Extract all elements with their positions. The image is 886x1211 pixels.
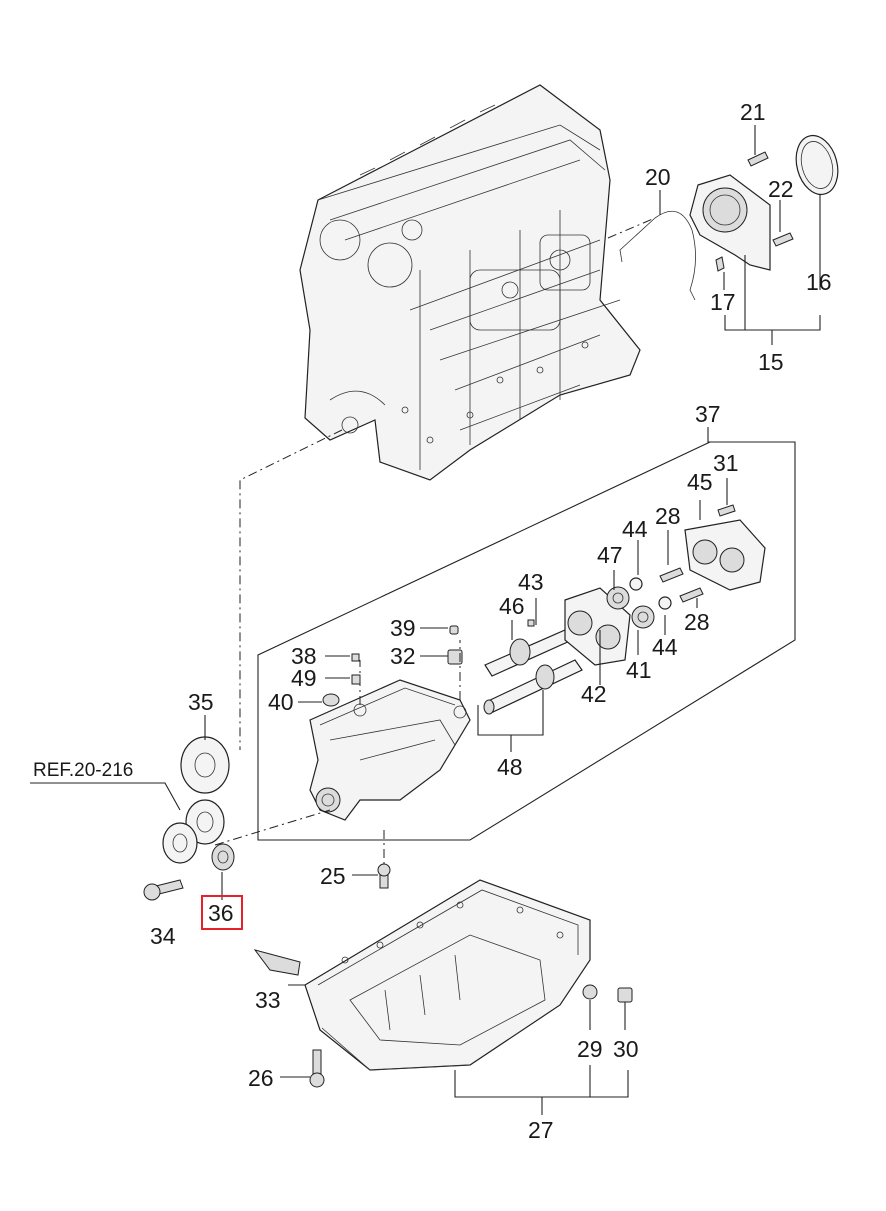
callout-43[interactable]: 43 [518, 569, 544, 595]
callout-47[interactable]: 47 [597, 542, 623, 568]
callout-32[interactable]: 32 [390, 643, 416, 669]
callout-42[interactable]: 42 [581, 681, 607, 707]
callout-27[interactable]: 27 [528, 1117, 554, 1143]
callout-30[interactable]: 30 [613, 1036, 639, 1062]
callout-26[interactable]: 26 [248, 1065, 274, 1091]
callout-49[interactable]: 49 [291, 665, 317, 691]
callout-44a[interactable]: 44 [622, 516, 648, 542]
callout-15[interactable]: 15 [758, 349, 784, 375]
callout-22[interactable]: 22 [768, 176, 794, 202]
alignment-lines [214, 217, 656, 865]
callout-35[interactable]: 35 [188, 689, 214, 715]
callout-17[interactable]: 17 [710, 289, 736, 315]
callout-28b[interactable]: 28 [684, 609, 710, 635]
callout-38[interactable]: 38 [291, 643, 317, 669]
balance-shaft-assembly-drawing [309, 504, 766, 821]
callout-20[interactable]: 20 [645, 164, 671, 190]
callout-34[interactable]: 34 [150, 923, 176, 949]
callout-31[interactable]: 31 [713, 450, 739, 476]
callout-41[interactable]: 41 [626, 657, 652, 683]
callout-21[interactable]: 21 [740, 99, 766, 125]
callout-28a[interactable]: 28 [655, 503, 681, 529]
callout-37[interactable]: 37 [695, 401, 721, 427]
callout-40[interactable]: 40 [268, 689, 294, 715]
callout-36[interactable]: 36 [208, 900, 234, 926]
callout-labels: 15 16 17 20 21 22 25 26 27 28 28 29 30 3… [33, 99, 832, 1143]
engine-block-drawing [299, 84, 641, 481]
callout-39[interactable]: 39 [390, 615, 416, 641]
callout-46[interactable]: 46 [499, 593, 525, 619]
callout-33[interactable]: 33 [255, 987, 281, 1013]
callout-29[interactable]: 29 [577, 1036, 603, 1062]
callout-25[interactable]: 25 [320, 863, 346, 889]
rear-oil-seal-case-drawing [619, 134, 839, 301]
callout-44b[interactable]: 44 [652, 634, 678, 660]
sprocket-gears-drawing [143, 736, 235, 901]
reference-label[interactable]: REF.20-216 [33, 760, 133, 781]
callout-16[interactable]: 16 [806, 269, 832, 295]
callout-48[interactable]: 48 [497, 754, 523, 780]
oil-pan-drawing [253, 863, 633, 1088]
highlight-box-36 [201, 895, 243, 930]
callout-45[interactable]: 45 [687, 469, 713, 495]
